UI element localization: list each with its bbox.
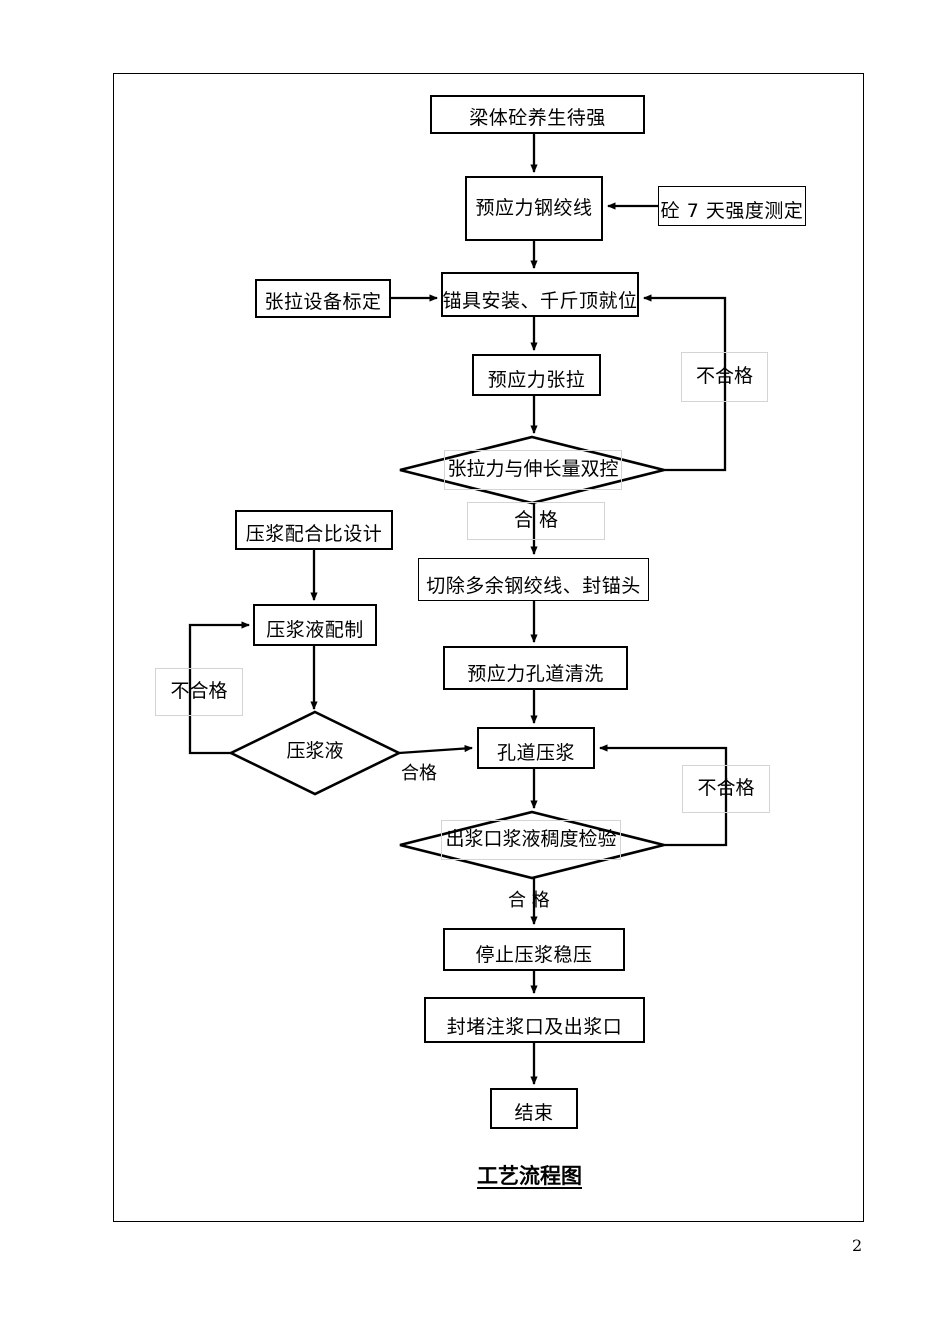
- node-beam-curing[interactable]: 梁体砼养生待强: [430, 95, 645, 134]
- annotation-label: 不合格: [695, 365, 753, 388]
- label-dual-control: 张拉力与伸长量双控: [444, 450, 622, 490]
- node-label: 压浆配合比设计: [245, 523, 383, 546]
- decision-label: 张拉力与伸长量双控: [447, 458, 619, 481]
- annotation-label: 不合格: [170, 680, 228, 703]
- node-cut-strand[interactable]: 切除多余钢绞线、封锚头: [418, 558, 649, 601]
- node-grout-mix-design[interactable]: 压浆配合比设计: [235, 510, 393, 550]
- page-border: [113, 73, 864, 1222]
- node-duct-clean[interactable]: 预应力孔道清洗: [443, 646, 628, 690]
- node-strand[interactable]: 预应力钢绞线: [465, 176, 603, 241]
- page-title: 工艺流程图: [477, 1163, 582, 1188]
- annotation-pass-tension: 合 格: [467, 502, 605, 540]
- decision-label: 出浆口浆液稠度检验: [445, 828, 617, 851]
- node-label: 张拉设备标定: [264, 291, 382, 314]
- annotation-fail-grout: 不合格: [155, 668, 243, 716]
- node-label: 切除多余钢绞线、封锚头: [426, 575, 641, 598]
- label-outlet-check: 出浆口浆液稠度检验: [441, 820, 621, 860]
- annotation-label: 合格: [401, 763, 437, 784]
- annotation-label: 合 格: [513, 509, 559, 532]
- node-label: 结束: [514, 1102, 554, 1125]
- node-label: 砼 7 天强度测定: [660, 200, 804, 223]
- node-label: 预应力张拉: [487, 369, 586, 392]
- node-prestress-pull[interactable]: 预应力张拉: [472, 354, 601, 396]
- node-label: 压浆液配制: [266, 619, 364, 642]
- annotation-label: 合 格: [508, 890, 550, 911]
- annotation-fail-outlet: 不合格: [682, 765, 770, 813]
- node-seal-ports[interactable]: 封堵注浆口及出浆口: [424, 997, 645, 1043]
- annotation-label: 不合格: [697, 777, 755, 800]
- annotation-pass-grout: 合格: [401, 759, 437, 785]
- node-label: 预应力钢绞线: [475, 196, 593, 219]
- node-grout-prepare[interactable]: 压浆液配制: [253, 604, 377, 646]
- node-label: 预应力孔道清洗: [467, 663, 604, 686]
- node-label: 梁体砼养生待强: [469, 107, 606, 130]
- node-stop-grouting[interactable]: 停止压浆稳压: [443, 928, 625, 971]
- node-duct-grouting[interactable]: 孔道压浆: [477, 727, 595, 769]
- annotation-fail-tension: 不合格: [681, 352, 768, 402]
- node-label: 停止压浆稳压: [475, 944, 593, 967]
- node-anchor-install[interactable]: 锚具安装、千斤顶就位: [441, 272, 639, 317]
- node-label: 锚具安装、千斤顶就位: [442, 290, 638, 313]
- node-label: 封堵注浆口及出浆口: [446, 1016, 623, 1039]
- label-grout-check: 压浆液: [269, 733, 361, 771]
- annotation-pass-outlet: 合 格: [508, 886, 550, 912]
- node-equip-calibrate[interactable]: 张拉设备标定: [255, 279, 391, 318]
- page-number: 2: [852, 1236, 863, 1255]
- decision-label: 压浆液: [286, 740, 344, 763]
- node-strength-test-7d[interactable]: 砼 7 天强度测定: [658, 186, 806, 226]
- node-end[interactable]: 结束: [490, 1088, 578, 1129]
- node-label: 孔道压浆: [496, 742, 575, 765]
